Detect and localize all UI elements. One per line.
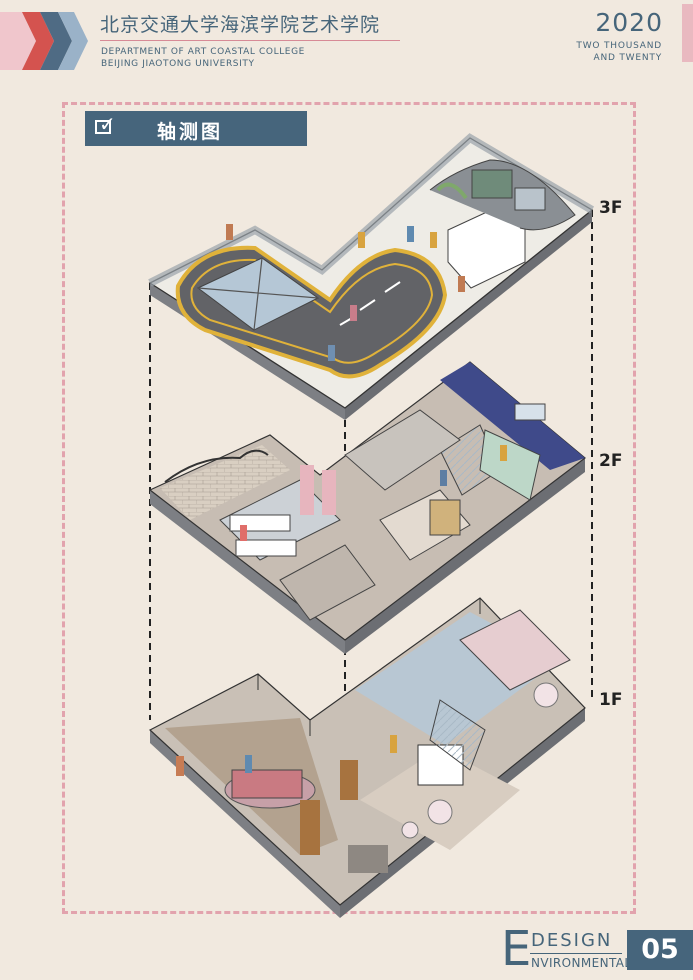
floor-3f-model (148, 133, 595, 420)
section-banner: ✓ 轴测图 (85, 111, 307, 146)
floor-label-2f: 2F (599, 451, 623, 471)
floor-1f-model (148, 597, 586, 918)
corner-bar (682, 4, 693, 62)
year-words: TWO THOUSAND AND TWENTY (576, 41, 662, 63)
floor-2f-model (148, 361, 586, 654)
footer-environmental-word: NVIRONMENTAL (531, 956, 632, 970)
footer-divider (530, 953, 622, 954)
checkmark-icon: ✓ (99, 112, 116, 136)
year: 2020 (595, 8, 663, 37)
header-title: 北京交通大学海滨学院艺术学院 (100, 14, 381, 36)
footer-letter: E (501, 921, 532, 977)
floor-label-1f: 1F (599, 690, 623, 710)
header-divider (100, 40, 400, 41)
checkbox-icon (95, 120, 111, 134)
dashed-frame (62, 102, 636, 914)
footer-design-word: DESIGN (531, 930, 613, 951)
page-number: 05 (627, 930, 693, 970)
header-chevron-decoration (0, 12, 88, 70)
section-title: 轴测图 (157, 121, 224, 143)
floor-label-3f: 3F (599, 198, 623, 218)
header-subtitle: DEPARTMENT OF ART COASTAL COLLEGE BEIJIN… (101, 47, 305, 69)
